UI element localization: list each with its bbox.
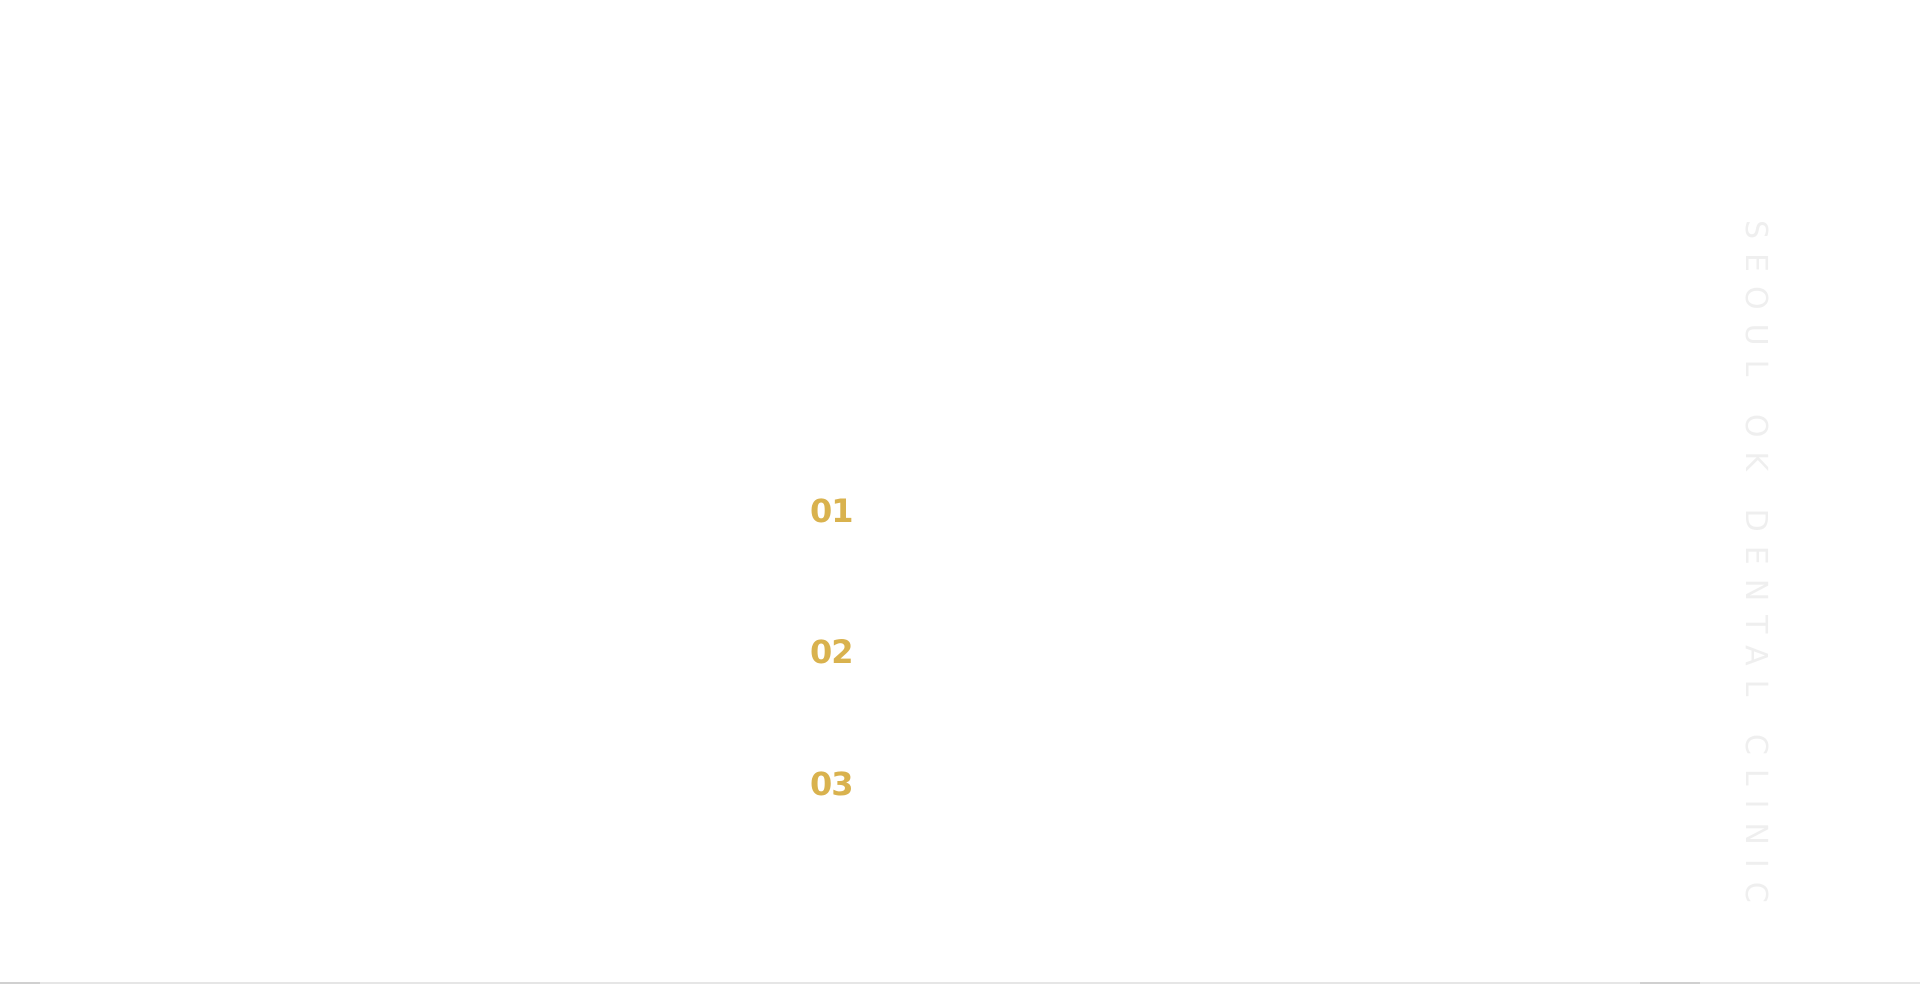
bottom-divider-segment-right [1640, 982, 1700, 984]
step-number-01: 01 [810, 492, 854, 530]
bottom-divider [0, 982, 1920, 984]
step-number-02: 02 [810, 633, 854, 671]
bottom-divider-segment-left [0, 982, 40, 984]
step-number-03: 03 [810, 765, 854, 803]
vertical-brand-watermark: SEOUL OK DENTAL CLINIC [1738, 220, 1773, 917]
